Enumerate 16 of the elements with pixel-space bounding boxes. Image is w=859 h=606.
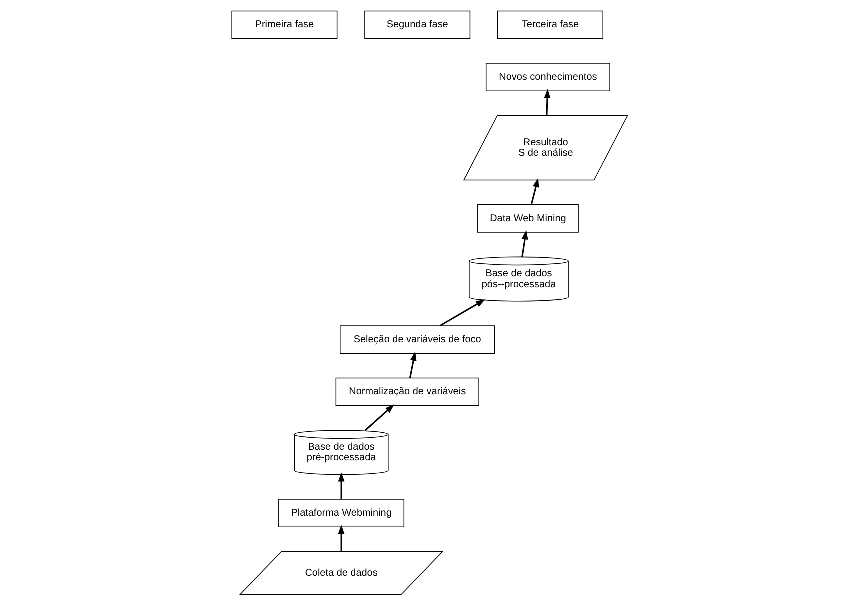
node-box: Plataforma Webmining (278, 499, 404, 528)
node-box: Data Web Mining (477, 204, 578, 233)
arrow (530, 178, 539, 205)
node-box: Normalização de variáveis (335, 378, 479, 406)
arrow (338, 472, 344, 500)
node-box: Seleção de variáveis de foco (340, 326, 495, 354)
arrow (521, 230, 528, 258)
node-box: Segunda fase (364, 10, 470, 40)
arrow (439, 300, 485, 327)
node-box: Terceira fase (497, 10, 603, 40)
node-box: Novos conhecimentos (485, 63, 610, 92)
arrow (408, 352, 416, 378)
node-box: Primeira fase (231, 10, 338, 40)
arrow (364, 404, 394, 432)
arrow (338, 524, 344, 552)
arrow (544, 89, 550, 116)
